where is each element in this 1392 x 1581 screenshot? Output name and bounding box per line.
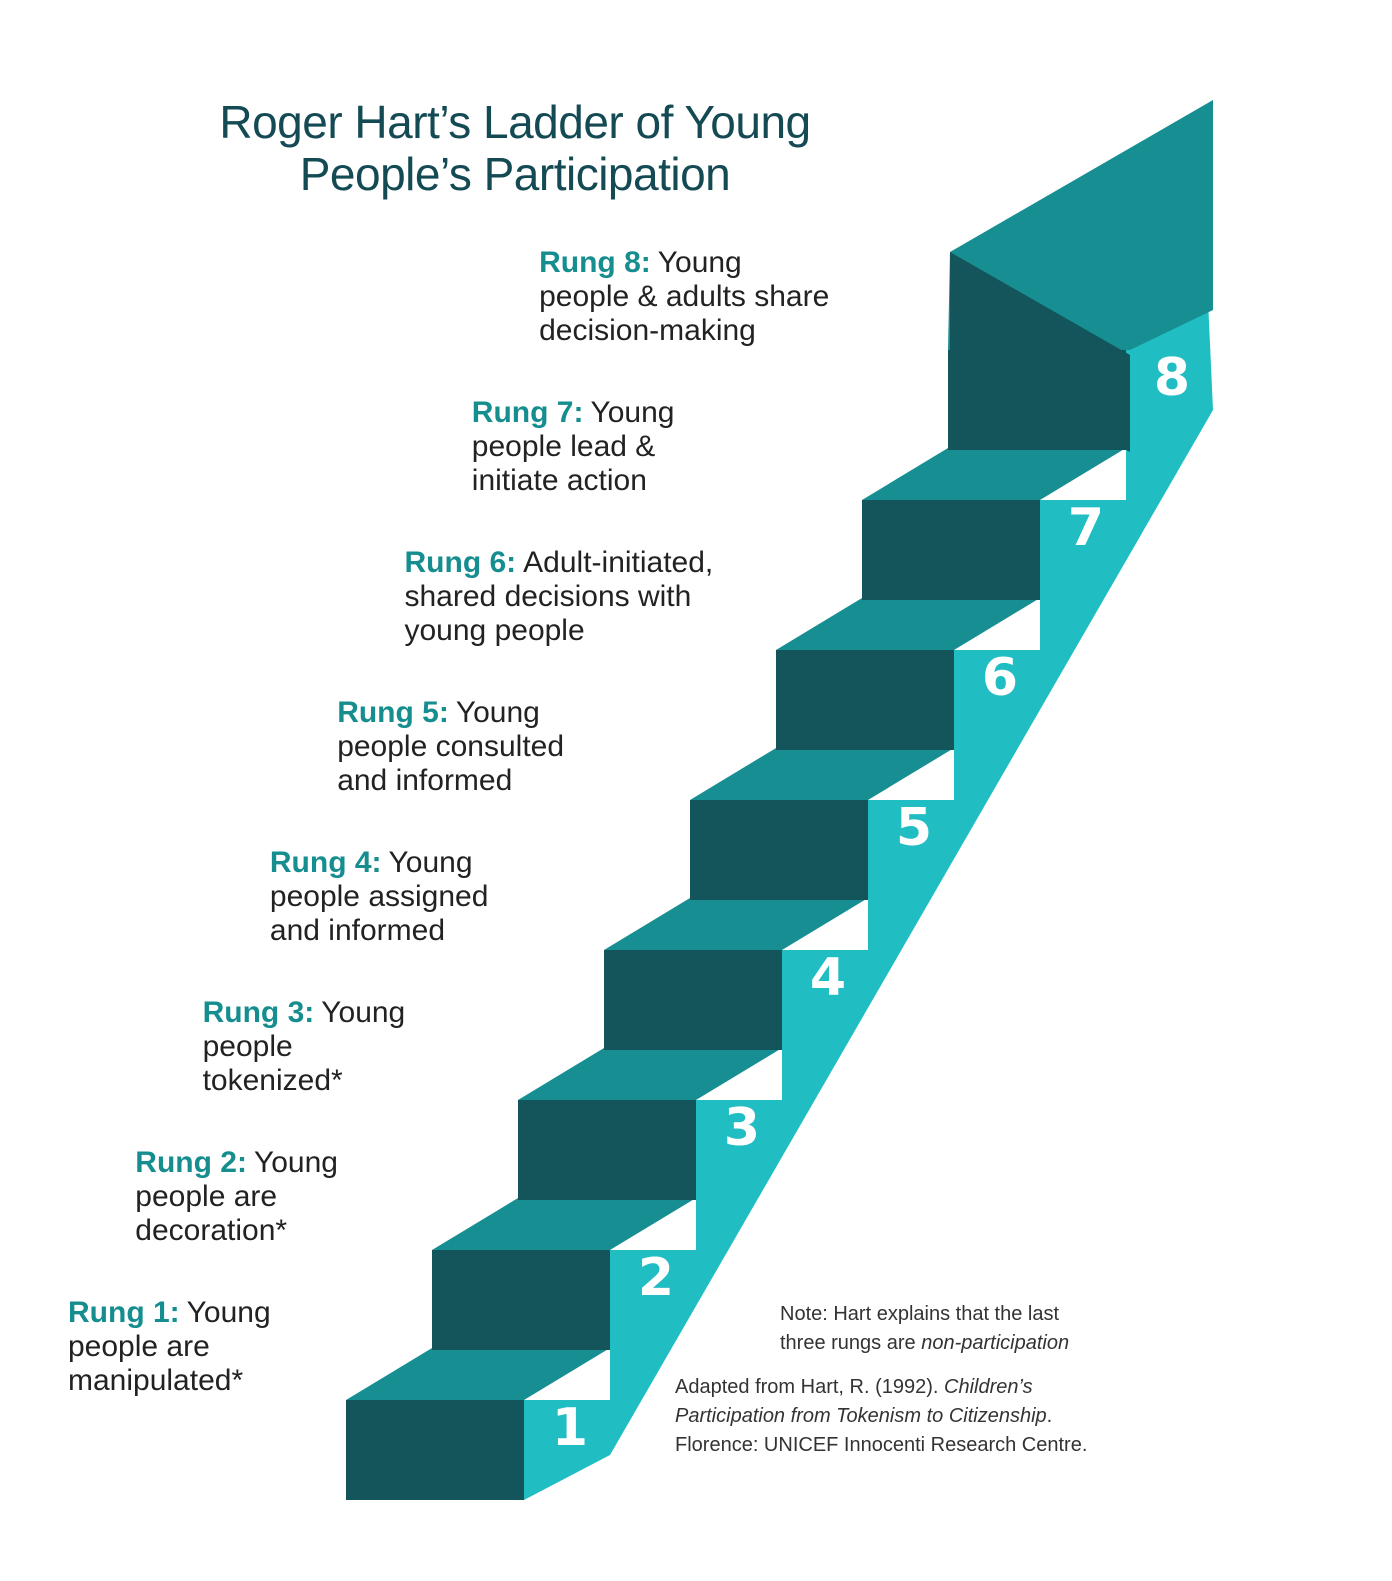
- rung-description: Young people assigned and informed: [269, 846, 489, 947]
- step-riser-1: [346, 1400, 524, 1500]
- rung-label-2: Rung 2:Young people are decoration*: [135, 1146, 338, 1248]
- rung-label-8: Rung 8:Young people & adults share decis…: [539, 246, 829, 348]
- step-riser-4: [604, 950, 782, 1050]
- rung-heading: Rung 1:: [68, 1296, 180, 1329]
- step-number-4: 4: [810, 948, 846, 1008]
- step-riser-5: [690, 800, 868, 900]
- source-publisher: Florence: UNICEF Innocenti Research Cent…: [675, 1434, 1088, 1456]
- step-number-7: 7: [1068, 498, 1104, 558]
- step-riser-6: [776, 650, 954, 750]
- step-tread-1: [346, 1348, 610, 1400]
- note: Note: Hart explains that the last three …: [780, 1300, 1069, 1358]
- rung-label-5: Rung 5:Young people consulted and inform…: [337, 696, 564, 798]
- staircase-side-face: [524, 300, 1213, 1500]
- rung-label-4: Rung 4:Young people assigned and informe…: [270, 846, 489, 948]
- rung-description: Adult-initiated, shared decisions with y…: [404, 546, 714, 647]
- source-title-line-1: Children’s: [944, 1376, 1033, 1398]
- step-number-2: 2: [638, 1248, 674, 1308]
- step-tread-7: [862, 448, 1126, 500]
- rung-description: Young people consulted and informed: [337, 696, 565, 797]
- step-tread-4: [604, 898, 868, 950]
- title-line-2: People’s Participation: [299, 148, 731, 200]
- rung-description: Young people lead & initiate action: [471, 396, 675, 497]
- step-tread-3: [518, 1048, 782, 1100]
- top-riser: [950, 252, 1130, 452]
- note-text: Note: Hart explains that the last three …: [780, 1303, 1060, 1354]
- rung-description: Young people are manipulated*: [68, 1296, 271, 1397]
- rung-heading: Rung 6:: [404, 546, 517, 579]
- rung-label-1: Rung 1:Young people are manipulated*: [68, 1296, 271, 1398]
- rung-label-7: Rung 7:Young people lead & initiate acti…: [472, 396, 675, 498]
- step-tread-5: [690, 748, 954, 800]
- source-title-line-2: Participation from Tokenism to Citizensh…: [675, 1405, 1047, 1427]
- step-number-1: 1: [552, 1398, 588, 1458]
- rung-heading: Rung 5:: [337, 696, 449, 729]
- top-platform: [948, 100, 1213, 350]
- rung-label-3: Rung 3:Young people tokenized*: [203, 996, 406, 1098]
- step-number-6: 6: [982, 648, 1018, 708]
- step-tread-2: [432, 1198, 696, 1250]
- source-citation: Adapted from Hart, R. (1992). Children’s…: [675, 1373, 1087, 1460]
- rung-description: Young people & adults share decision-mak…: [539, 246, 830, 347]
- title-line-1: Roger Hart’s Ladder of Young: [219, 96, 811, 148]
- source-suffix: .: [1046, 1405, 1053, 1427]
- rung-heading: Rung 4:: [269, 846, 382, 879]
- rung-heading: Rung 7:: [471, 396, 584, 429]
- rung-heading: Rung 2:: [135, 1146, 247, 1179]
- rung-heading: Rung 8:: [539, 246, 651, 279]
- note-emphasis: non-participation: [921, 1332, 1070, 1354]
- step-riser-2: [432, 1250, 610, 1350]
- step-tread-6: [776, 598, 1040, 650]
- rung-heading: Rung 3:: [202, 996, 315, 1029]
- step-number-3: 3: [724, 1098, 760, 1158]
- step-riser-7: [862, 500, 1040, 600]
- rung-label-6: Rung 6:Adult-initiated, shared decisions…: [405, 546, 714, 648]
- rung-description: Young people are decoration*: [135, 1146, 338, 1247]
- source-prefix: Adapted from Hart, R. (1992).: [675, 1376, 945, 1398]
- step-riser-3: [518, 1100, 696, 1200]
- step-number-5: 5: [896, 798, 932, 858]
- rung-description: Young people tokenized*: [202, 996, 406, 1097]
- step-number-8: 8: [1154, 348, 1190, 408]
- page-title: Roger Hart’s Ladder of Young People’s Pa…: [120, 96, 910, 200]
